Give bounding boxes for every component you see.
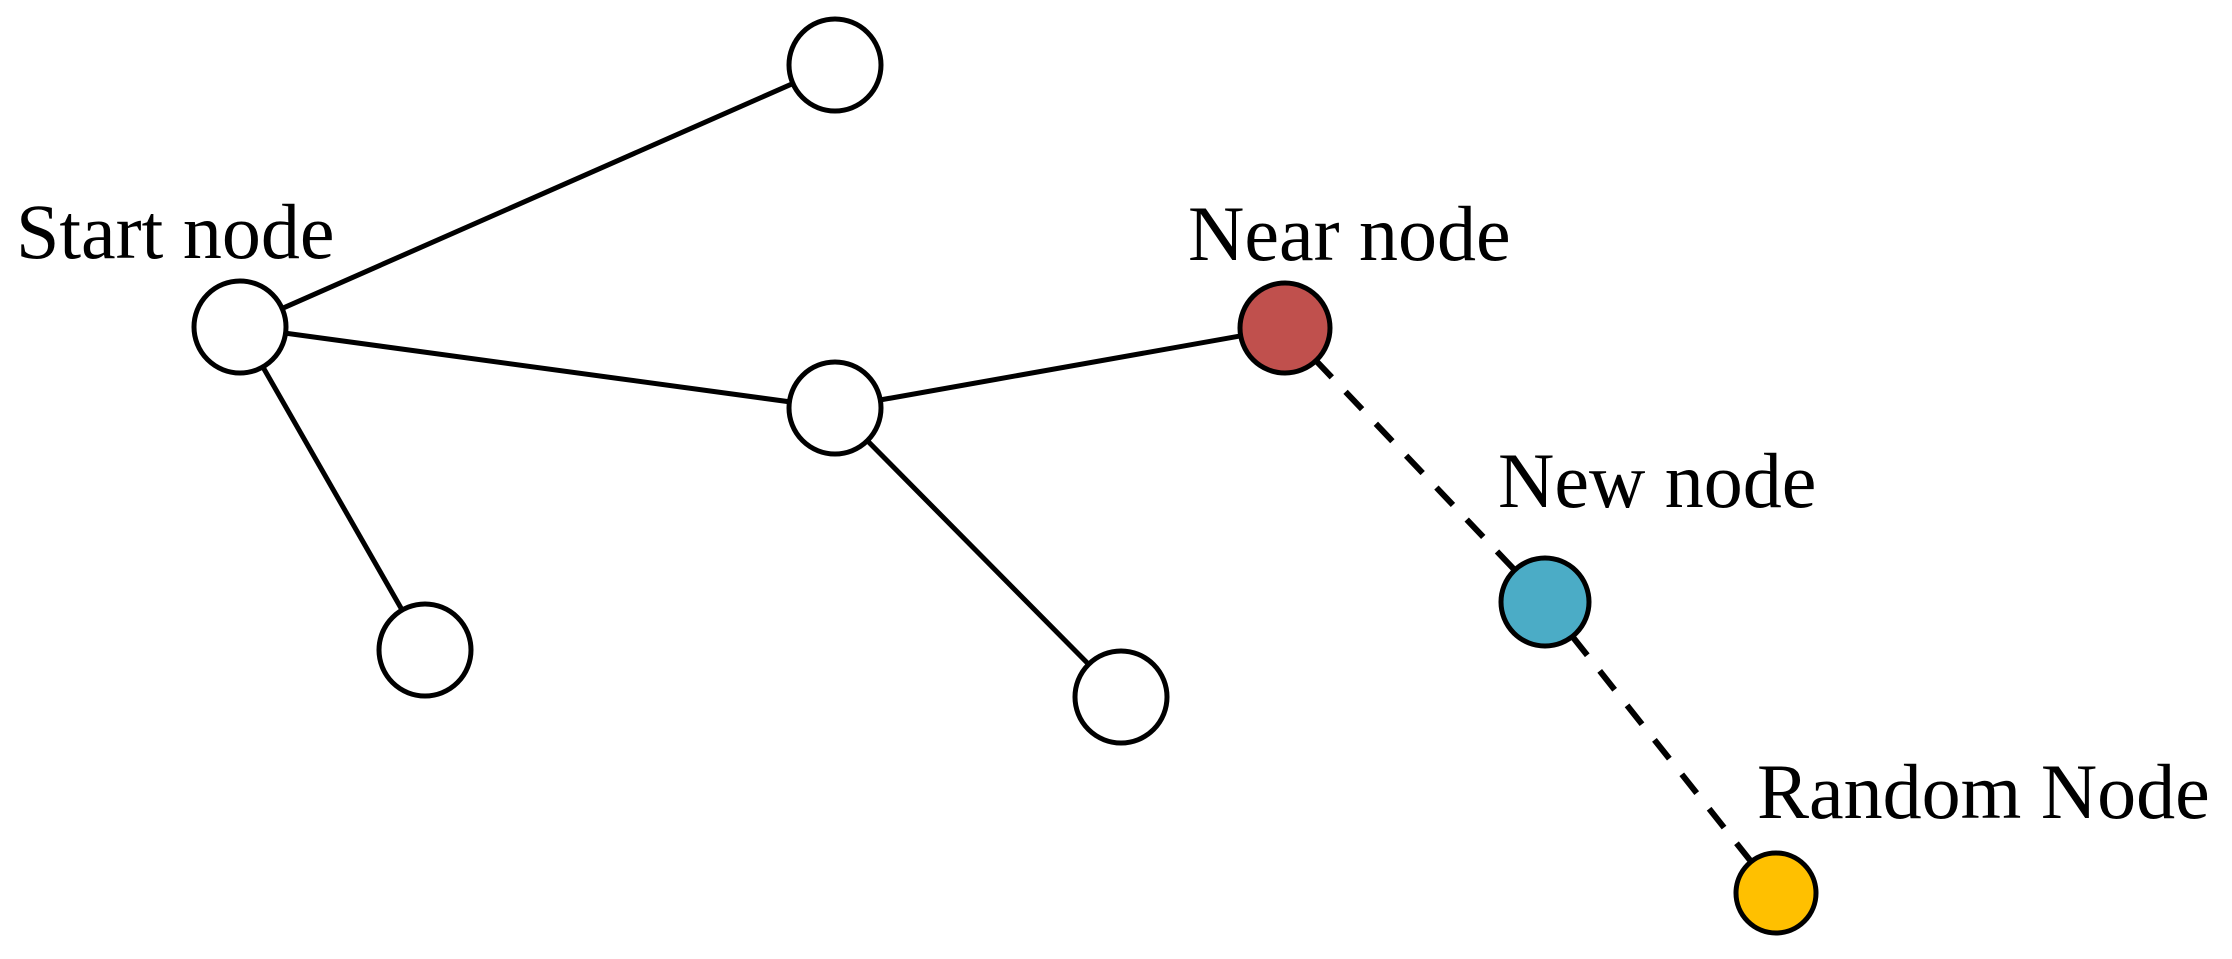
node-near [1237, 280, 1333, 376]
node-new [1498, 555, 1592, 649]
dashed-expansion-path [1282, 325, 1779, 895]
tree-edges [237, 62, 1286, 699]
edge-start-middle [239, 324, 836, 411]
start-node-label: Start node [16, 188, 334, 275]
new-node-label: New node [1498, 437, 1816, 524]
edge-start-top [238, 62, 837, 330]
node-random [1733, 850, 1819, 936]
node-bottom-middle [1072, 648, 1170, 746]
node-bottom-left [376, 601, 474, 699]
dashed-edge-new-random [1542, 600, 1779, 895]
edge-middle-near [834, 325, 1286, 411]
node-start [191, 278, 289, 376]
near-node-label: Near node [1188, 190, 1511, 277]
edge-start-bottom-left [237, 325, 428, 652]
node-top [786, 16, 884, 114]
dashed-edge-near-new [1282, 325, 1548, 605]
node-middle [786, 359, 884, 457]
random-node-label: Random Node [1757, 748, 2210, 835]
edge-middle-bottom-middle [833, 406, 1123, 699]
